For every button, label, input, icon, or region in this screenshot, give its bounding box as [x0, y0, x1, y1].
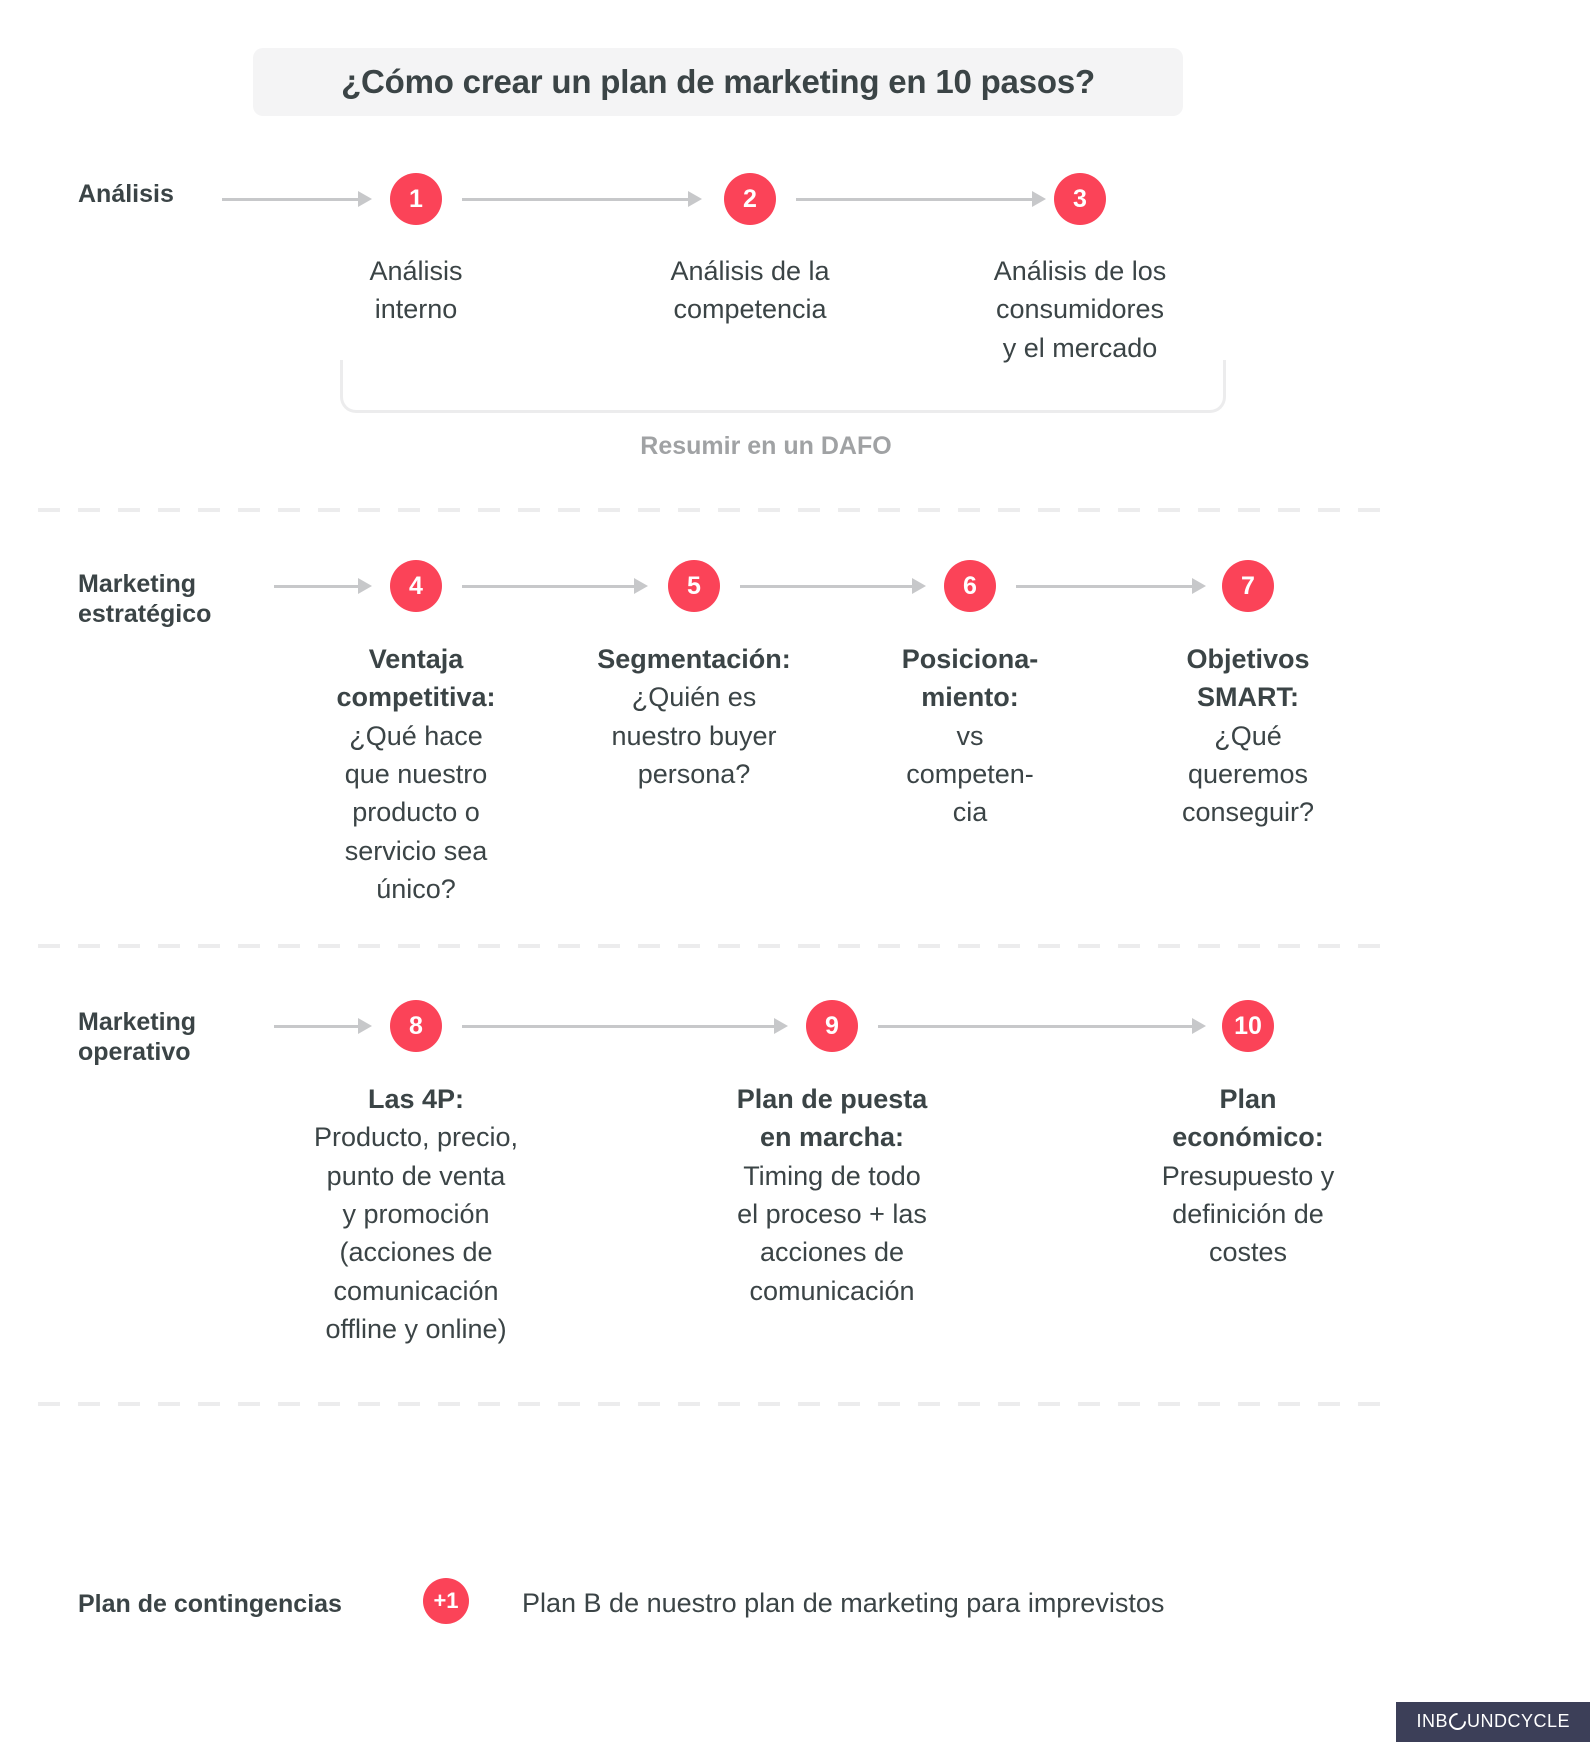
step-heading-7: Objetivos SMART:: [1186, 644, 1310, 713]
logo-circle-icon: [1445, 1709, 1470, 1734]
arrow-head: [358, 191, 372, 207]
arrow-to-step-8: [274, 1018, 372, 1034]
step-bubble-1[interactable]: 1: [390, 173, 442, 225]
arrow-head: [688, 191, 702, 207]
step-body-9: Timing de todo el proceso + las acciones…: [737, 1160, 927, 1306]
arrow-step-6-to-7: [1016, 578, 1206, 594]
arrow-to-step-1: [222, 191, 372, 207]
arrow-shaft: [462, 197, 688, 201]
logo-text-part2: UNDCYCLE: [1466, 1711, 1570, 1731]
step-block-6: Posiciona- miento: vs competen- cia: [880, 640, 1060, 832]
step-bubble-10[interactable]: 10: [1222, 1000, 1274, 1052]
step-block-8: Las 4P: Producto, precio, punto de venta…: [280, 1080, 552, 1348]
section-divider-1: [38, 508, 1388, 512]
arrow-shaft: [462, 1024, 774, 1028]
arrow-head: [1192, 1018, 1206, 1034]
step-heading-5: Segmentación:: [597, 644, 791, 674]
arrow-shaft: [222, 197, 358, 201]
arrow-shaft: [274, 584, 358, 588]
step-block-4: Ventaja competitiva: ¿Qué hace que nuest…: [296, 640, 536, 908]
step-bubble-2[interactable]: 2: [724, 173, 776, 225]
arrow-step-8-to-9: [462, 1018, 788, 1034]
contingency-label: Plan de contingencias: [78, 1590, 342, 1618]
section-label-analisis: Análisis: [78, 180, 174, 208]
arrow-shaft: [1016, 584, 1192, 588]
arrow-head: [358, 1018, 372, 1034]
contingency-badge[interactable]: +1: [423, 1578, 469, 1624]
step-block-7: Objetivos SMART: ¿Qué queremos conseguir…: [1140, 640, 1356, 832]
step-bubble-5[interactable]: 5: [668, 560, 720, 612]
arrow-head: [774, 1018, 788, 1034]
page-title: ¿Cómo crear un plan de marketing en 10 p…: [341, 63, 1095, 100]
arrow-step-5-to-6: [740, 578, 926, 594]
arrow-shaft: [462, 584, 634, 588]
step-block-10: Plan económico: Presupuesto y definición…: [1112, 1080, 1384, 1272]
page-title-banner: ¿Cómo crear un plan de marketing en 10 p…: [253, 48, 1183, 116]
inboundcycle-logo: INB UNDCYCLE: [1396, 1702, 1590, 1742]
step-heading-8: Las 4P:: [367, 1084, 465, 1114]
step-heading-6: Posiciona- miento:: [901, 644, 1039, 713]
step-heading-9: Plan de puesta en marcha:: [736, 1084, 928, 1153]
step-heading-10: Plan económico:: [1172, 1084, 1324, 1153]
logo-text: INB UNDCYCLE: [1416, 1709, 1570, 1734]
arrow-step-1-to-2: [462, 191, 702, 207]
contingency-text: Plan B de nuestro plan de marketing para…: [522, 1588, 1165, 1618]
step-text-1: Análisis interno: [369, 256, 463, 325]
step-body-5: ¿Quién es nuestro buyer persona?: [611, 682, 777, 789]
section-divider-3: [38, 1402, 1388, 1406]
step-bubble-9[interactable]: 9: [806, 1000, 858, 1052]
arrow-head: [634, 578, 648, 594]
step-block-9: Plan de puesta en marcha: Timing de todo…: [696, 1080, 968, 1310]
step-heading-4: Ventaja competitiva:: [336, 644, 496, 713]
step-block-5: Segmentación: ¿Quién es nuestro buyer pe…: [570, 640, 818, 793]
arrow-step-2-to-3: [796, 191, 1046, 207]
step-text-3: Análisis de los consumidores y el mercad…: [993, 256, 1167, 363]
step-bubble-7[interactable]: 7: [1222, 560, 1274, 612]
step-bubble-4[interactable]: 4: [390, 560, 442, 612]
logo-text-part1: INB: [1416, 1711, 1448, 1731]
arrow-to-step-4: [274, 578, 372, 594]
arrow-head: [1032, 191, 1046, 207]
step-bubble-6[interactable]: 6: [944, 560, 996, 612]
section-label-marketing-estrategico: Marketing estratégico: [78, 570, 212, 628]
arrow-head: [358, 578, 372, 594]
arrow-shaft: [878, 1024, 1192, 1028]
step-text-2: Análisis de la competencia: [670, 256, 830, 325]
step-bubble-8[interactable]: 8: [390, 1000, 442, 1052]
step-body-8: Producto, precio, punto de venta y promo…: [313, 1122, 519, 1344]
arrow-shaft: [796, 197, 1032, 201]
step-body-4: ¿Qué hace que nuestro producto o servici…: [344, 720, 488, 904]
arrow-step-4-to-5: [462, 578, 648, 594]
arrow-step-9-to-10: [878, 1018, 1206, 1034]
step-body-7: ¿Qué queremos conseguir?: [1181, 720, 1315, 828]
arrow-head: [912, 578, 926, 594]
arrow-shaft: [740, 584, 912, 588]
arrow-shaft: [274, 1024, 358, 1028]
section-label-marketing-operativo: Marketing operativo: [78, 1008, 197, 1066]
step-bubble-3[interactable]: 3: [1054, 173, 1106, 225]
section-divider-2: [38, 944, 1388, 948]
step-body-10: Presupuesto y definición de costes: [1161, 1160, 1335, 1268]
step-body-6: vs competen- cia: [906, 720, 1034, 828]
dafo-label: Resumir en un DAFO: [640, 432, 892, 460]
dafo-bracket: [340, 360, 1226, 413]
arrow-head: [1192, 578, 1206, 594]
